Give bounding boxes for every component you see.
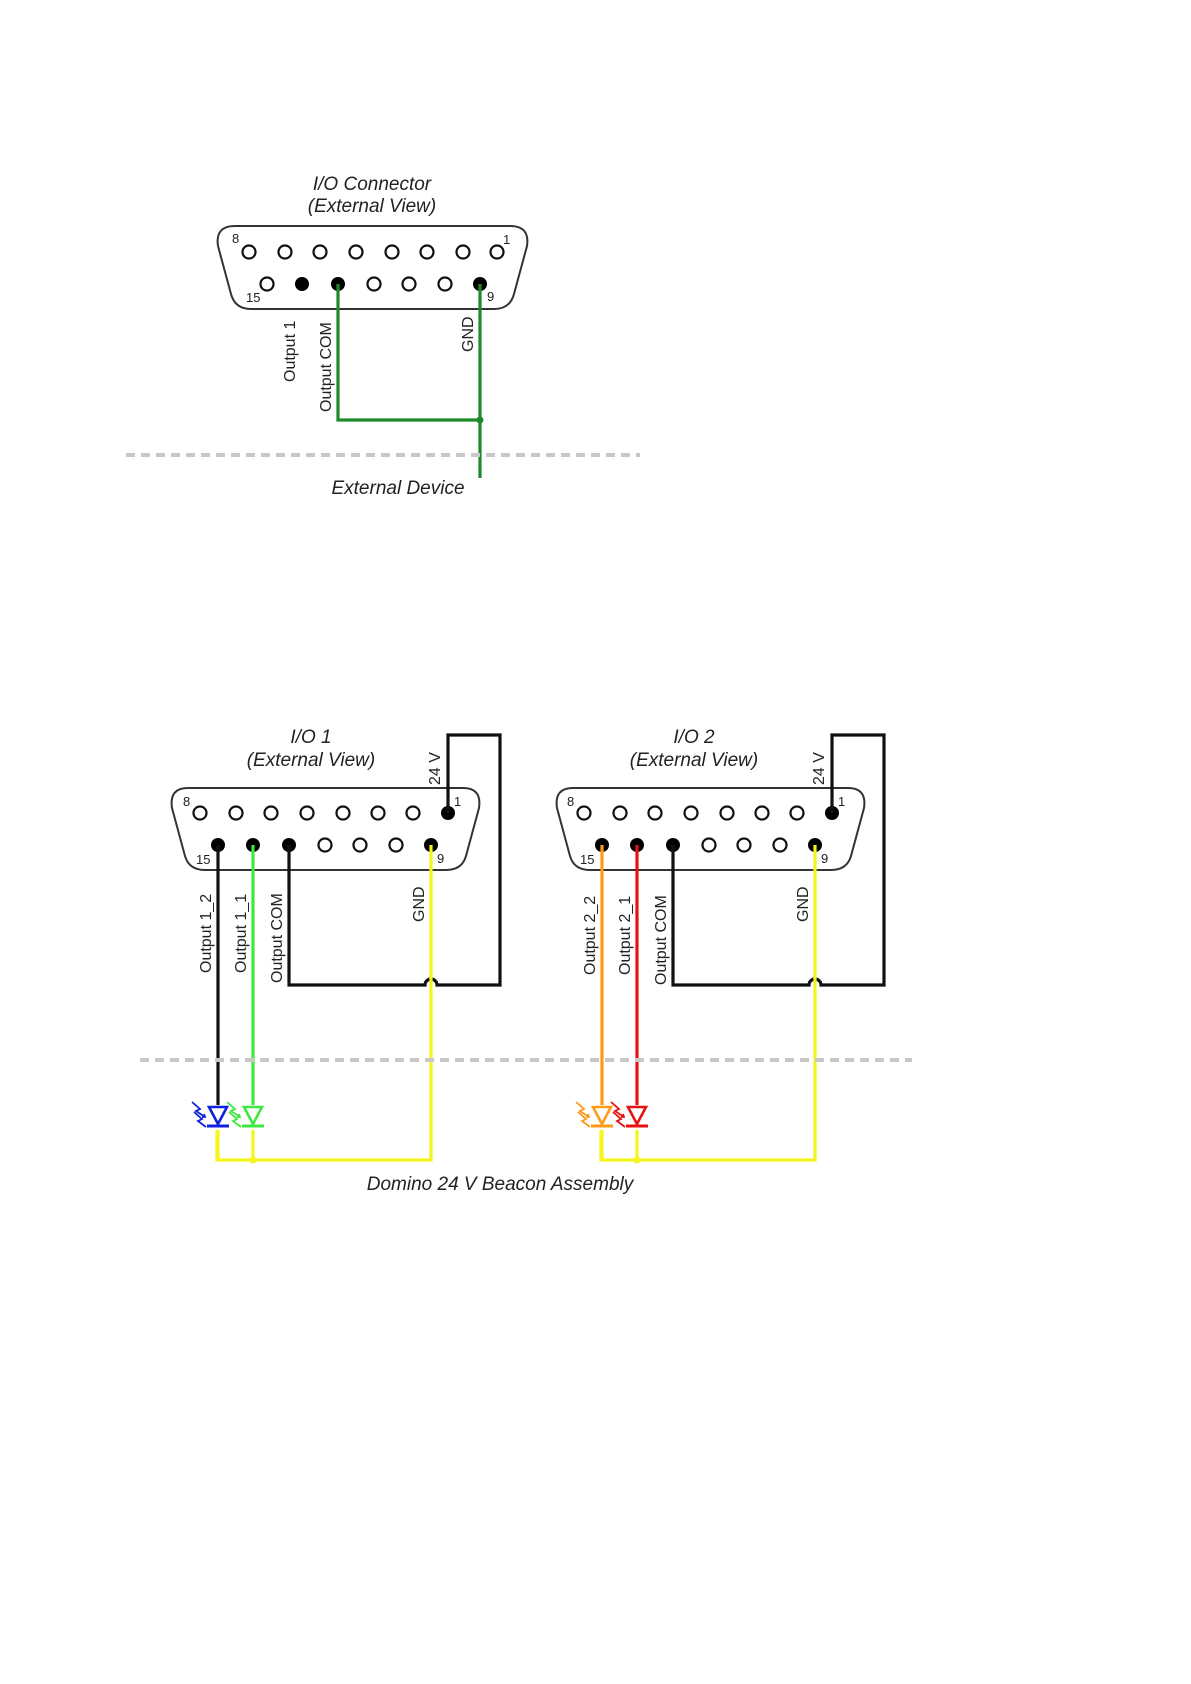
io2-pin-label-8: 8: [567, 794, 574, 809]
io1-label-gnd: GND: [411, 886, 428, 922]
blue-led-icon: [192, 1102, 229, 1127]
diagram1-title-line2: (External View): [308, 196, 436, 217]
io2-label-output-2-2: Output 2_2: [582, 896, 599, 975]
io1-label-output-1-1: Output 1_1: [233, 894, 250, 973]
pin-label-1: 1: [503, 232, 510, 247]
red-led-icon: [611, 1102, 648, 1127]
io1-title-line2: (External View): [247, 750, 375, 771]
signal-label-output1: Output 1: [282, 321, 299, 382]
io2-junction: [634, 1157, 641, 1164]
io2-pin-label-15: 15: [580, 852, 594, 867]
io2-label-output-com: Output COM: [653, 895, 670, 985]
io1-pin-label-1: 1: [454, 794, 461, 809]
io2-label-gnd: GND: [795, 886, 812, 922]
io2-pin-label-1: 1: [838, 794, 845, 809]
diagram1-title-line1: I/O Connector: [313, 174, 432, 195]
io2-title-line1: I/O 2: [673, 727, 715, 748]
green-led-icon: [227, 1102, 264, 1127]
wire-junction: [477, 417, 484, 424]
io1-pin-label-9: 9: [437, 851, 444, 866]
io1-connector-diagram: I/O 1 (External View) 8 1 15 9 24 V: [172, 727, 500, 1164]
io1-wire-gnd: [217, 845, 431, 1160]
io2-pin-label-9: 9: [821, 851, 828, 866]
signal-label-gnd: GND: [460, 316, 477, 352]
external-device-label: External Device: [331, 478, 464, 499]
io1-pin-label-15: 15: [196, 852, 210, 867]
io2-title-line2: (External View): [630, 750, 758, 771]
io1-label-output-com: Output COM: [269, 893, 286, 983]
io1-title-line1: I/O 1: [290, 727, 331, 748]
io1-pin-label-8: 8: [183, 794, 190, 809]
io1-label-output-1-2: Output 1_2: [198, 894, 215, 973]
io-connector-diagram: I/O Connector (External View) 8 1 15 9: [126, 174, 640, 499]
io2-wire-gnd: [601, 845, 815, 1160]
io2-label-output-2-1: Output 2_1: [617, 896, 634, 975]
io2-connector-diagram: I/O 2 (External View) 8 1 15 9 24 V: [557, 727, 884, 1164]
io2-label-24v: 24 V: [811, 752, 828, 785]
orange-led-icon: [576, 1102, 613, 1127]
pin-label-15: 15: [246, 290, 260, 305]
pin-label-9: 9: [487, 289, 494, 304]
beacon-assembly-label: Domino 24 V Beacon Assembly: [367, 1174, 635, 1195]
io1-label-24v: 24 V: [427, 752, 444, 785]
signal-label-output-com: Output COM: [318, 322, 335, 412]
pin-label-8: 8: [232, 231, 239, 246]
io1-junction: [250, 1157, 257, 1164]
